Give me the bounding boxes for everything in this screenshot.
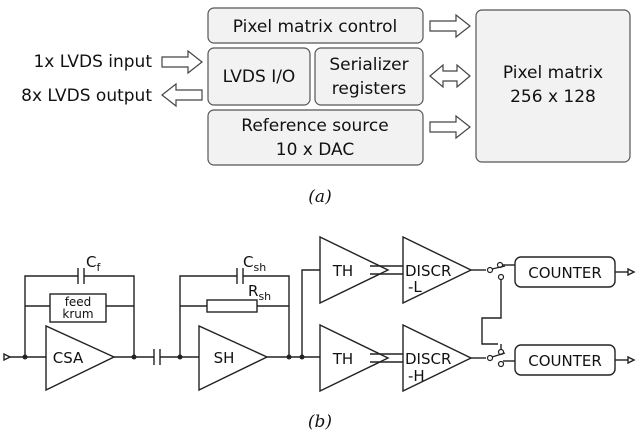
switch-top-blade (491, 265, 506, 270)
reference-source-line1: Reference source (241, 116, 388, 136)
serializer-label-line1: Serializer (329, 55, 408, 75)
discr-l-line2: -L (408, 278, 422, 296)
output-top-terminal-icon (627, 267, 636, 277)
discr-h-line1: DISCR (405, 350, 451, 368)
csa-label: CSA (53, 349, 84, 367)
circuit-diagram: Cf feed krum CSA Csh Rsh SH (3, 235, 636, 432)
reference-source-line2: 10 x DAC (276, 140, 355, 160)
counter-top-label: COUNTER (528, 264, 602, 282)
pixel-matrix-line1: Pixel matrix (503, 63, 603, 83)
output-bottom-terminal-icon (627, 355, 636, 365)
lvds-io-box (207, 47, 311, 106)
sh-amplifier (198, 324, 269, 392)
cf-label: Cf (86, 253, 101, 274)
input-terminal-icon (3, 352, 12, 362)
cf-left-wire (24, 275, 78, 357)
discr-h-comparator (402, 323, 473, 393)
cross-link-wire (481, 280, 502, 345)
lvds-input-label: 1x LVDS input (33, 52, 152, 72)
block-diagram: Pixel matrix control LVDS I/O Serializer… (21, 7, 631, 207)
discr-l-comparator (402, 235, 473, 305)
csa-input-node (22, 354, 28, 360)
th-bottom-amplifier (319, 323, 390, 393)
csh-label: Csh (243, 253, 266, 274)
caption-a: (a) (308, 187, 331, 207)
counter-bottom-label: COUNTER (528, 352, 602, 370)
discr-h-line2: -H (408, 367, 425, 385)
sh-output-node (286, 354, 292, 360)
lvds-output-label: 8x LVDS output (21, 86, 152, 106)
discr-l-line1: DISCR (405, 262, 451, 280)
feed-krum-line1: feed (65, 295, 92, 309)
th-top-input-wire (301, 269, 320, 357)
reference-to-matrix-arrow (429, 114, 471, 140)
reference-source-box (207, 109, 424, 166)
th-bottom-label: TH (332, 350, 353, 368)
csh-left-wire (179, 275, 237, 357)
pixel-matrix-line2: 256 x 128 (510, 87, 596, 107)
switch-bottom-contact-c (497, 360, 505, 368)
caption-b: (b) (308, 412, 332, 432)
sh-label: SH (214, 349, 235, 367)
th-top-amplifier (319, 235, 390, 305)
pixel-matrix-box (475, 9, 631, 163)
feed-krum-line2: krum (62, 307, 93, 321)
rsh-resistor (206, 299, 258, 313)
pixel-matrix-control-box (207, 7, 424, 44)
cf-right-wire (84, 275, 135, 357)
serializer-matrix-double-arrow (429, 63, 471, 89)
lvds-io-label: LVDS I/O (223, 67, 296, 87)
lvds-input-arrow (161, 49, 203, 75)
csh-right-wire (243, 275, 290, 357)
control-to-matrix-arrow (429, 13, 471, 39)
rsh-label: Rsh (248, 282, 271, 303)
pixel-matrix-control-label: Pixel matrix control (233, 17, 397, 37)
switch-bottom-blade (491, 352, 506, 358)
th-top-label: TH (332, 262, 353, 280)
feed-krum-box (49, 293, 107, 323)
serializer-registers-box (314, 47, 424, 106)
switch-top-contact-c (497, 273, 505, 281)
serializer-label-line2: registers (332, 79, 407, 99)
switch-top-contact-a (486, 266, 494, 274)
switch-bottom-contact-a (486, 354, 494, 362)
csa-amplifier (45, 324, 116, 392)
lvds-output-arrow (161, 82, 203, 108)
